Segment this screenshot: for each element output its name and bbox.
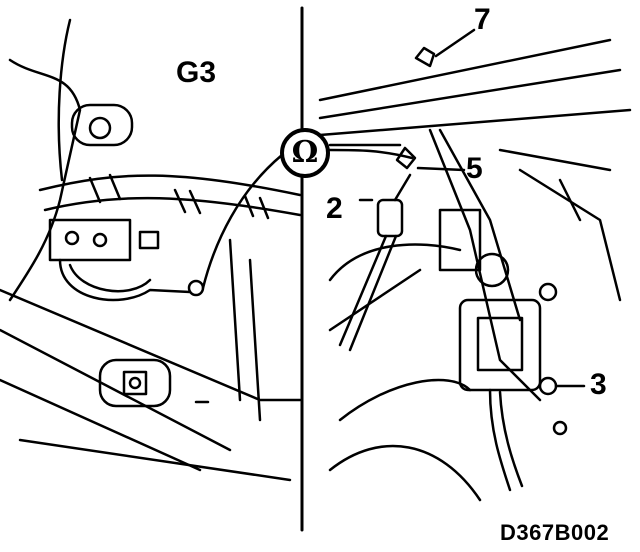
left-panel-drawing [0,18,302,482]
callout-2: 2 [326,192,343,225]
figure-code: D367B002 [500,520,610,545]
callout-3: 3 [590,368,607,401]
right-panel-drawing [318,28,632,502]
ohmmeter-symbol: Ω [280,128,330,178]
callout-5: 5 [466,152,483,185]
panel-label-g3: G3 [176,56,217,89]
callout-7: 7 [474,3,491,36]
ohm-icon: Ω [291,135,319,170]
